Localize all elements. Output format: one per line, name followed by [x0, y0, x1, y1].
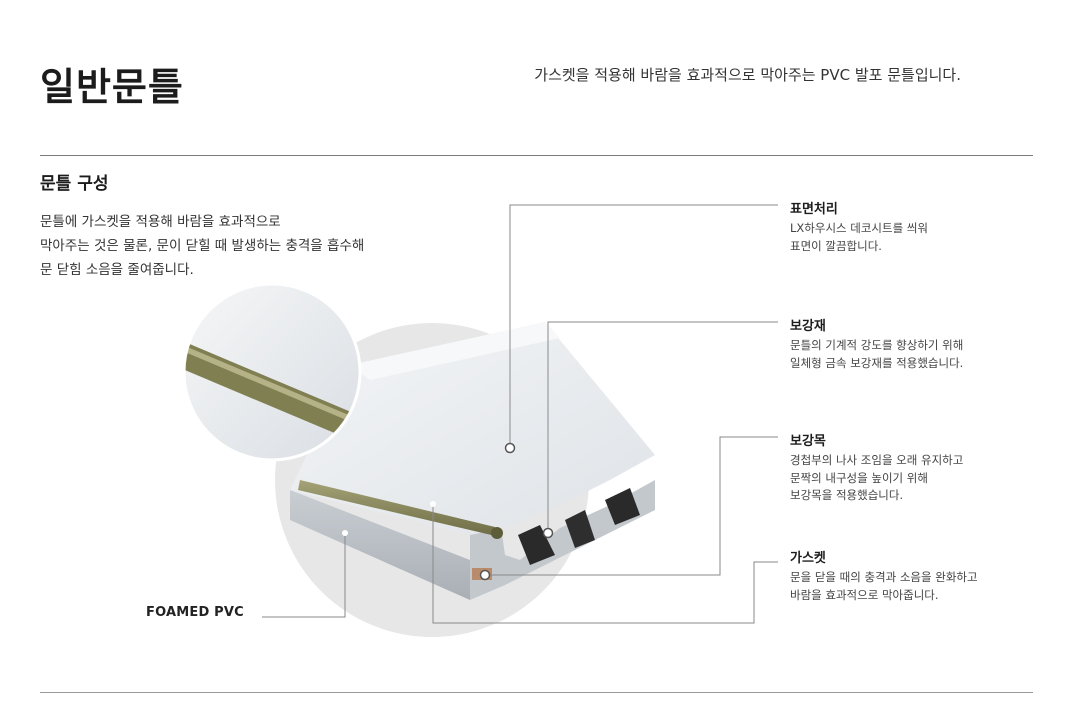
marker-dot — [430, 501, 436, 507]
callout-wood-reinforcement: 보강목 경첩부의 나사 조임을 오래 유지하고 문짝의 내구성을 높이기 위해 … — [790, 430, 963, 505]
page-title: 일반문틀 — [40, 65, 184, 109]
callout-reinforcement: 보강재 문틀의 기계적 강도를 향상하기 위해 일체형 금속 보강재를 적용했습… — [790, 315, 963, 372]
marker-dot — [504, 442, 516, 454]
callout-text: 문짝의 내구성을 높이기 위해 — [790, 470, 928, 485]
marker-dot — [479, 569, 491, 581]
intro-line: 문틀에 가스켓을 적용해 바람을 효과적으로 — [40, 214, 281, 230]
callout-text: 문틀의 기계적 강도를 향상하기 위해 — [790, 338, 964, 352]
callout-title: 보강재 — [790, 319, 826, 334]
gasket-strip — [298, 480, 500, 537]
intro-line: 막아주는 것은 물론, 문이 닫힐 때 발생하는 충격을 흡수해 — [40, 238, 365, 254]
top-divider — [40, 155, 1033, 156]
callout-surface-finish: 표면처리 LX하우시스 데코시트를 씌워 표면이 깔끔합니다. — [790, 198, 928, 255]
callout-title: 표면처리 — [790, 202, 838, 217]
leader-gasket — [432, 504, 778, 624]
section-intro: 문틀에 가스켓을 적용해 바람을 효과적으로 막아주는 것은 물론, 문이 닫힐… — [40, 210, 560, 282]
leader-foamed — [262, 533, 346, 618]
leader-reinforcement — [547, 321, 778, 533]
reinforcement-channels — [518, 488, 640, 565]
leader-surface — [509, 204, 778, 448]
callout-text: 문을 닫을 때의 충격과 소음을 완화하고 — [790, 570, 978, 584]
foamed-pvc-label: FOAMED PVC — [146, 605, 244, 620]
callout-gasket: 가스켓 문을 닫을 때의 충격과 소음을 완화하고 바람을 효과적으로 막아줍니… — [790, 547, 978, 604]
marker-dot — [542, 527, 554, 539]
callout-title: 보강목 — [790, 434, 826, 449]
marker-dot — [342, 530, 348, 536]
marker-dots — [342, 442, 554, 581]
bottom-divider — [40, 692, 1033, 693]
intro-line: 문 닫힘 소음을 줄여줍니다. — [40, 262, 194, 278]
leader-lines — [262, 204, 778, 624]
section-title: 문틀 구성 — [40, 174, 109, 194]
callout-text: 보강목을 적용했습니다. — [790, 488, 904, 502]
callout-text: LX하우시스 데코시트를 씌워 — [790, 221, 928, 235]
callout-text: 일체형 금속 보강재를 적용했습니다. — [790, 355, 964, 370]
callout-title: 가스켓 — [790, 551, 826, 566]
page-subtitle: 가스켓을 적용해 바람을 효과적으로 막아주는 PVC 발포 문틀입니다. — [534, 66, 961, 84]
frame-profile — [290, 322, 655, 600]
callout-text: 경첩부의 나사 조임을 오래 유지하고 — [790, 453, 964, 467]
callout-text: 바람을 효과적으로 막아줍니다. — [790, 587, 939, 602]
callout-text: 표면이 깔끔합니다. — [790, 238, 882, 253]
leader-wood — [485, 436, 778, 576]
zoom-inset — [184, 284, 360, 460]
